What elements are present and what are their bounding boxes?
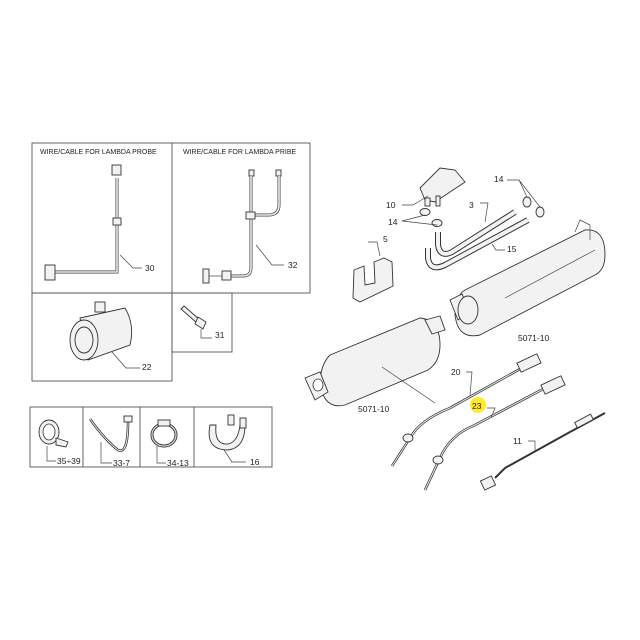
hoses-3-15[interactable] xyxy=(425,202,530,271)
bolt-frame xyxy=(171,292,233,353)
callout-10[interactable]: 10 xyxy=(386,200,396,210)
callout-35-39[interactable]: 35÷39 xyxy=(57,456,81,466)
callout-11[interactable]: 11 xyxy=(513,436,522,446)
callout-34-13[interactable]: 34-13 xyxy=(167,458,189,468)
callout-22[interactable]: 22 xyxy=(142,362,152,372)
lambda-probe-11[interactable] xyxy=(479,412,606,491)
clamps-frame xyxy=(29,406,273,468)
heat-shield-5[interactable] xyxy=(352,241,394,303)
callout-16[interactable]: 16 xyxy=(250,457,260,467)
temperature-sensor-20[interactable] xyxy=(390,353,542,467)
callout-31[interactable]: 31 xyxy=(215,330,225,340)
callout-15[interactable]: 15 xyxy=(507,244,517,254)
callout-5071-10-left[interactable]: 5071-10 xyxy=(358,404,389,414)
bracket-16[interactable] xyxy=(208,414,247,463)
callout-32[interactable]: 32 xyxy=(288,260,298,270)
callout-33-7[interactable]: 33-7 xyxy=(113,458,130,468)
harness-32[interactable] xyxy=(202,169,284,284)
callout-3[interactable]: 3 xyxy=(469,200,474,210)
harness-30-title: WIRE/CABLE FOR LAMBDA PROBE xyxy=(40,149,157,156)
callout-14-top[interactable]: 14 xyxy=(494,174,504,184)
callout-30[interactable]: 30 xyxy=(145,263,155,273)
harness-32-title: WIRE/CABLE FOR LAMBDA PRIBE xyxy=(183,149,297,156)
air-meter-22[interactable] xyxy=(69,301,140,369)
callout-5[interactable]: 5 xyxy=(383,234,388,244)
callout-5071-10-right[interactable]: 5071-10 xyxy=(518,333,549,343)
temperature-sensor-23[interactable] xyxy=(423,375,566,491)
silencer-5071-10-right[interactable] xyxy=(449,219,606,337)
bolt-31[interactable] xyxy=(180,305,212,339)
rings-14[interactable] xyxy=(401,179,545,227)
callout-23[interactable]: 23 xyxy=(472,401,482,411)
kit-frames xyxy=(29,142,311,468)
harness-30[interactable] xyxy=(44,164,142,281)
callout-14-left[interactable]: 14 xyxy=(388,217,398,227)
highlight-marker xyxy=(470,397,486,413)
pressure-sensor-10[interactable] xyxy=(402,167,466,207)
callout-20[interactable]: 20 xyxy=(451,367,461,377)
cable-tie-33-7[interactable] xyxy=(88,415,133,464)
hose-clamp-34-13[interactable] xyxy=(150,419,178,464)
clamp-35-39[interactable] xyxy=(38,419,69,462)
particulate-filter-5071-10-left[interactable] xyxy=(304,315,446,407)
